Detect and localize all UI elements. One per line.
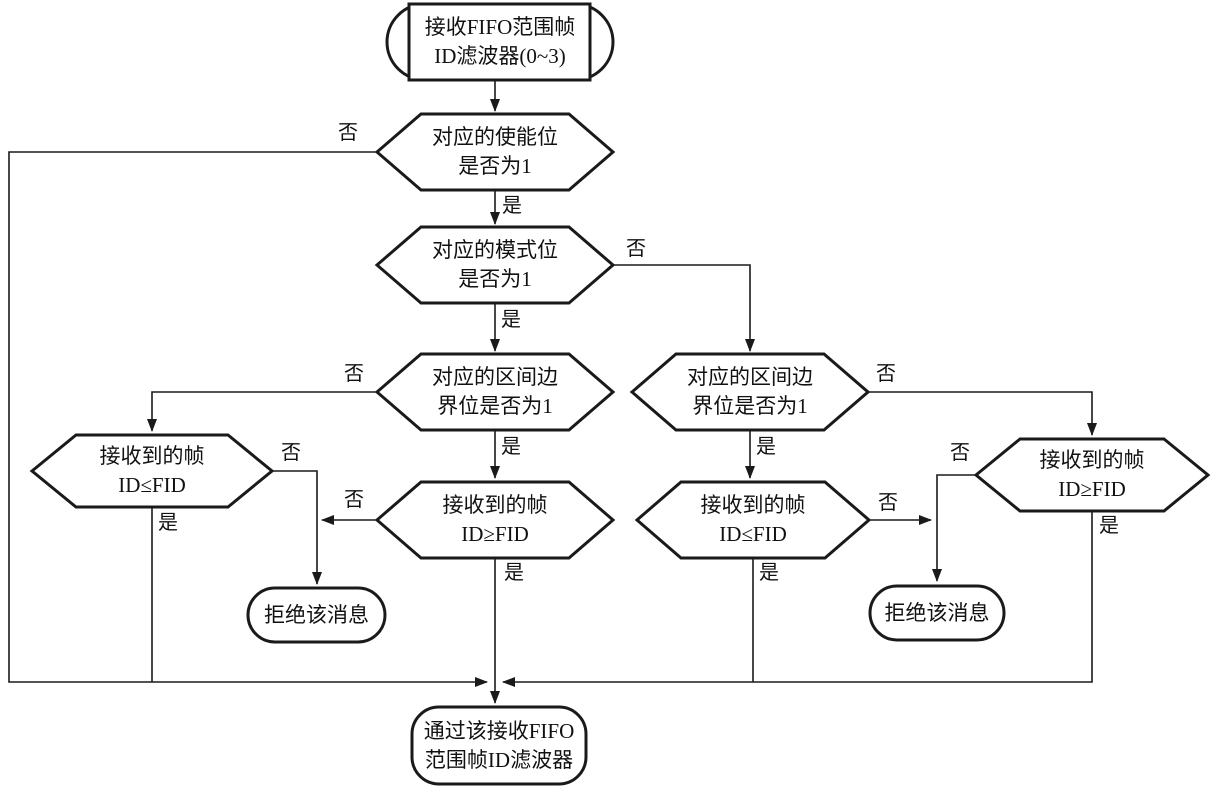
edge-id-ge-far-right-yes	[502, 511, 1093, 687]
id-le-fid-right-hexagon	[634, 480, 872, 560]
id-ge-fid-far-right-hexagon	[973, 437, 1211, 513]
start-terminator-inner-rect	[407, 2, 592, 82]
edge-id-ge-far-right-no	[932, 474, 976, 582]
connector-lines	[8, 80, 1097, 704]
node-shapes	[29, 2, 1211, 786]
edge-boundary-right-no	[868, 391, 1097, 436]
id-le-fid-left-hexagon	[29, 433, 275, 509]
edge-boundary-left-no	[147, 391, 377, 432]
edge-enable-no	[8, 151, 488, 687]
reject-right-shape	[868, 584, 1006, 642]
boundary-check-right-hexagon	[629, 352, 871, 432]
edge-id-le-left-no	[272, 470, 322, 585]
mode-check-hexagon	[374, 225, 616, 305]
reject-left-shape	[246, 586, 387, 644]
id-ge-fid-center-hexagon	[374, 480, 616, 560]
end-terminator-shape	[410, 705, 588, 786]
enable-check-hexagon	[374, 112, 616, 192]
boundary-check-left-hexagon	[374, 352, 616, 432]
edge-mode-no	[613, 264, 755, 352]
